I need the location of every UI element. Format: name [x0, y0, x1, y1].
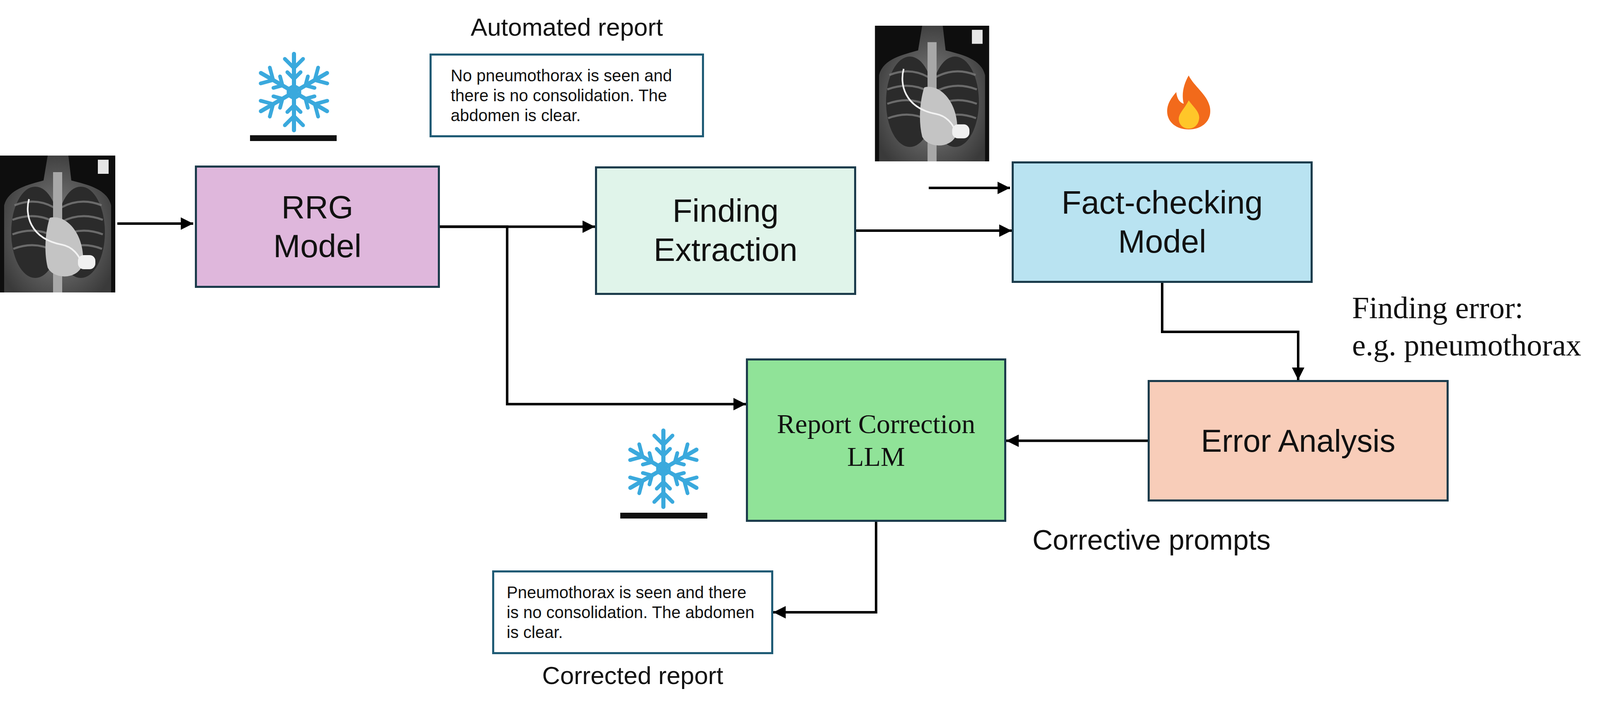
report-box: Automated reportNo pneumothorax is seen … — [429, 53, 705, 138]
box-text: Report Correction LLM — [766, 407, 986, 473]
xray-image — [874, 25, 989, 162]
flow-arrow — [1006, 439, 1148, 442]
trainable-icon — [1167, 75, 1211, 130]
flow-arrow — [856, 229, 1012, 232]
annotation-text: Corrective prompts — [1032, 523, 1271, 556]
annotation-text: Finding error: — [1352, 290, 1524, 326]
process-box: Finding Extraction — [594, 166, 857, 295]
box-text: Finding Extraction — [644, 191, 807, 270]
box-text: Error Analysis — [1201, 421, 1396, 460]
process-box: Error Analysis — [1147, 379, 1449, 502]
icon-bar — [250, 135, 337, 141]
box-text: Fact-checking Model — [1048, 183, 1276, 261]
input-arrow — [117, 222, 194, 225]
report-heading: Corrected report — [542, 660, 724, 690]
xray-image — [0, 155, 116, 293]
frozen-icon — [625, 430, 701, 507]
flow-arrow — [773, 521, 877, 612]
process-box: RRG Model — [194, 165, 440, 288]
process-box: Fact-checking Model — [1011, 161, 1313, 283]
box-text: No pneumothorax is seen and there is no … — [450, 65, 683, 126]
input-arrow — [928, 186, 1011, 190]
flow-arrow — [1162, 282, 1299, 380]
box-text: Pneumothorax is seen and there is no con… — [506, 582, 759, 642]
icon-bar — [620, 512, 708, 519]
frozen-icon — [256, 53, 332, 131]
box-text: RRG Model — [260, 187, 374, 266]
report-box: Pneumothorax is seen and there is no con… — [492, 570, 774, 654]
report-heading: Automated report — [470, 12, 663, 42]
annotation-text: e.g. pneumothorax — [1352, 327, 1582, 363]
process-box: Report Correction LLM — [745, 358, 1007, 522]
